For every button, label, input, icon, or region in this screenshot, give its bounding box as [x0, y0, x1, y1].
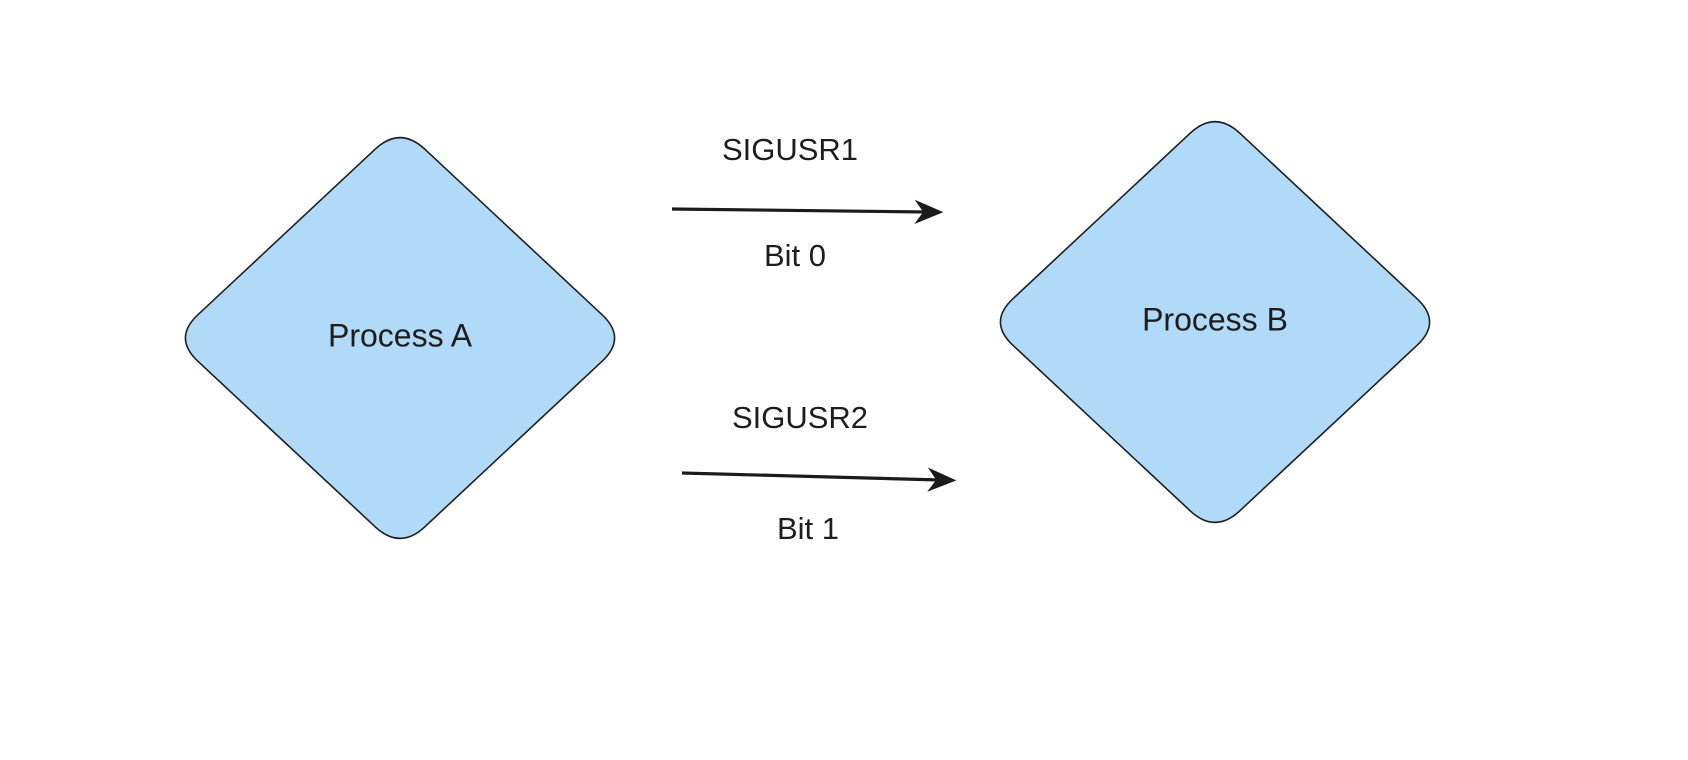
- process-a-diamond-shape[interactable]: [184, 136, 616, 540]
- edge-sigusr1[interactable]: SIGUSR1 Bit 0: [671, 132, 944, 273]
- edge-sigusr2-arrowhead-icon: [927, 467, 957, 492]
- edge-sigusr2-line[interactable]: [681, 471, 942, 482]
- edge-sigusr2[interactable]: SIGUSR2 Bit 1: [681, 400, 957, 546]
- node-process-b[interactable]: Process B: [999, 120, 1431, 524]
- process-a-label: Process A: [328, 317, 473, 353]
- edge-sigusr2-label-below: Bit 1: [777, 511, 839, 546]
- edge-sigusr1-label-below: Bit 0: [764, 238, 826, 273]
- process-b-label: Process B: [1142, 301, 1288, 337]
- edge-sigusr2-label-above: SIGUSR2: [732, 400, 868, 435]
- edge-sigusr1-arrowhead-icon: [914, 199, 944, 224]
- edge-sigusr1-label-above: SIGUSR1: [722, 132, 858, 167]
- edge-sigusr1-line[interactable]: [671, 207, 929, 214]
- node-process-a[interactable]: Process A: [184, 136, 616, 540]
- process-b-diamond-shape[interactable]: [999, 120, 1431, 524]
